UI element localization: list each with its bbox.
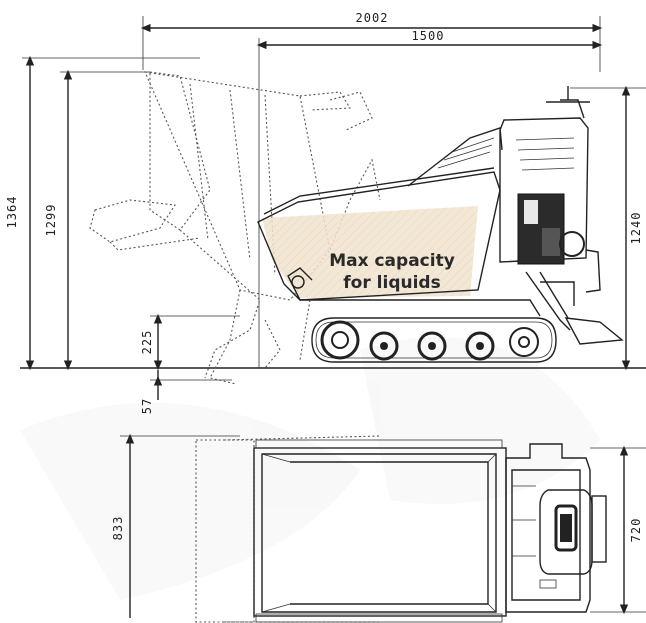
dimension-label-1299: 1299	[44, 204, 58, 237]
dimension-label-833: 833	[111, 516, 125, 541]
tipped-hopper-ghost	[89, 71, 381, 385]
dimension-label-1364: 1364	[5, 196, 19, 229]
dimension-label-1240: 1240	[629, 212, 643, 245]
plan-view-dumper	[195, 435, 607, 623]
liquid-capacity-label-line1: Max capacity	[329, 251, 455, 271]
dimension-label-225: 225	[140, 330, 154, 355]
dimension-side-height: 1299	[44, 69, 150, 371]
dimension-track-width: 720	[590, 445, 646, 615]
dimension-handle-height: 1240	[570, 85, 646, 371]
dimension-label-57: 57	[140, 398, 154, 414]
liquid-capacity-label-line2: for liquids	[343, 273, 440, 293]
dimension-ground-clearance: 225	[140, 313, 240, 371]
dimension-plan-width: 833	[111, 433, 240, 618]
dimension-track-length: 1500	[256, 29, 603, 368]
side-view-dumper	[257, 86, 624, 363]
dimension-label-2002: 2002	[356, 11, 389, 25]
dimension-label-1500: 1500	[412, 29, 445, 43]
background-watermark	[20, 336, 600, 600]
track-wheels	[320, 320, 539, 361]
dimension-label-720: 720	[629, 518, 643, 543]
liquid-capacity-area	[262, 206, 478, 298]
dimension-tipped-height: 1364	[5, 55, 200, 371]
dimension-tip-below-ground: 57	[140, 370, 232, 414]
dimension-overall-length: 2002	[140, 11, 603, 72]
